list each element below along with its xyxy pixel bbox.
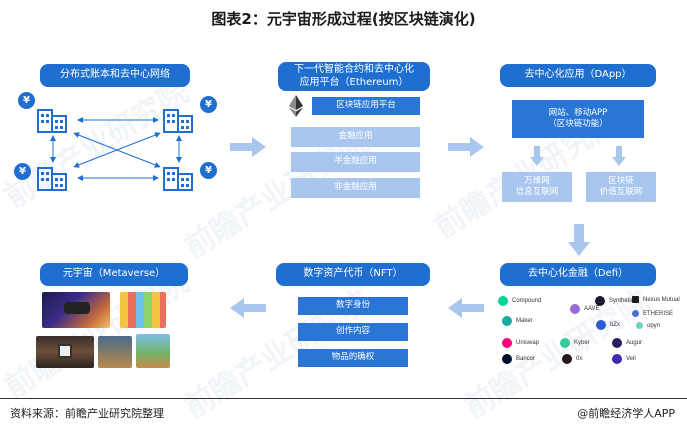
stage3-label: 去中心化应用（DApp） (500, 64, 656, 87)
web-line2: 信息互联网 (515, 187, 559, 197)
down-arrow-icon (612, 146, 626, 166)
flow-arrow-left (230, 298, 266, 318)
logo-bzx: bZx (596, 320, 620, 330)
logo-label: Compound (512, 298, 542, 304)
source-note: 资料来源：前瞻产业研究院整理 (10, 407, 164, 420)
logo-kyber: Kyber (560, 338, 590, 348)
web-app-line2: （区块链功能） (548, 119, 608, 129)
web-app-line1: 网站、移动APP (548, 107, 608, 118)
stage1-label: 分布式账本和去中心网络 (40, 64, 190, 87)
building-icon (163, 109, 193, 133)
logo-nexus-mutual: Nexus Mutual (632, 296, 680, 303)
stage5-label: 数字资产代币（NFT） (276, 263, 430, 286)
stage6-label: 元宇宙（Metaverse） (40, 263, 188, 286)
nft-item-box: 创作内容 (298, 323, 408, 341)
logo-label: Veil (626, 356, 636, 362)
etherise-icon (632, 310, 639, 317)
bzx-icon (596, 320, 606, 330)
app-type-box: 非金融应用 (291, 178, 420, 198)
chart-title: 图表2：元宇宙形成过程(按区块链演化) (211, 10, 476, 28)
compound-icon (498, 296, 508, 306)
yen-icon: ¥ (14, 163, 31, 180)
kyber-icon (560, 338, 570, 348)
stage2-label-line1: 下一代智能合约和去中心化 (294, 64, 414, 75)
metaverse-image-world (136, 334, 170, 368)
logo-opyn: opyn (636, 322, 660, 329)
metaverse-image-city (36, 336, 94, 368)
blockchain-line2: 价值互联网 (599, 187, 643, 197)
nft-item-box: 数字身份 (298, 297, 408, 315)
flow-arrow-right (448, 137, 484, 157)
building-icon (37, 109, 67, 133)
blockchain-box: 区块链 价值互联网 (586, 172, 656, 202)
logo-veil: Veil (612, 354, 636, 364)
flow-arrow-left (448, 298, 484, 318)
logo-aave: AAVE (570, 304, 600, 314)
nft-item-box: 物品的确权 (298, 349, 408, 367)
logo-label: bZx (610, 322, 621, 328)
metaverse-image-game (98, 336, 132, 368)
uniswap-icon (502, 338, 512, 348)
logo-bancor: Bancor (502, 354, 535, 364)
augur-icon (612, 338, 622, 348)
nexus-mutual-icon (632, 296, 639, 303)
logo-label: Uniswap (516, 340, 540, 346)
yen-icon: ¥ (18, 92, 35, 109)
logo-0x: 0x (562, 354, 582, 364)
building-icon (37, 167, 67, 191)
logo-label: AAVE (584, 306, 600, 312)
web-line1: 万维网 (524, 175, 550, 186)
building-icon (163, 167, 193, 191)
logo-label: Nexus Mutual (643, 296, 680, 303)
yen-icon: ¥ (200, 162, 217, 179)
yen-icon: ¥ (200, 96, 217, 113)
bancor-icon (502, 354, 512, 364)
stage2-label: 下一代智能合约和去中心化 应用平台（Ethereum） (278, 62, 430, 91)
metaverse-image-avatars (120, 292, 166, 328)
qr-code-shape (58, 344, 72, 358)
down-arrow-icon (530, 146, 544, 166)
blockchain-line1: 区块链 (608, 175, 634, 186)
vr-headset-shape (64, 302, 90, 314)
logo-augur: Augur (612, 338, 642, 348)
logo-uniswap: Uniswap (502, 338, 539, 348)
stage2-label-line2: 应用平台（Ethereum） (299, 76, 409, 88)
logo-label: Synthetix (609, 298, 634, 304)
veil-icon (612, 354, 622, 364)
logo-label: 0x (576, 356, 583, 362)
app-type-box: 金融应用 (291, 127, 420, 147)
opyn-icon (636, 322, 643, 329)
maker-icon (502, 316, 512, 326)
logo-etherise: ETHERISE (632, 310, 673, 317)
logo-synthetix: Synthetix (595, 296, 634, 306)
logo-label: opyn (647, 322, 661, 329)
aave-icon (570, 304, 580, 314)
web-app-box: 网站、移动APP （区块链功能） (512, 100, 644, 138)
footer-divider (0, 398, 687, 399)
app-type-box: 半金融应用 (291, 152, 420, 172)
flow-arrow-right (230, 137, 266, 157)
logo-compound: Compound (498, 296, 541, 306)
logo-label: Bancor (516, 356, 536, 362)
platform-box: 区块链应用平台 (312, 97, 420, 115)
logo-label: Maker (516, 318, 533, 324)
synthetix-icon (595, 296, 605, 306)
web-box: 万维网 信息互联网 (502, 172, 572, 202)
logo-label: Kyber (574, 340, 590, 346)
logo-label: Augur (626, 340, 643, 346)
stage4-label: 去中心化金融（Defi） (500, 263, 656, 286)
brand-credit: @前瞻经济学人APP (577, 407, 675, 420)
logo-label: ETHERISE (643, 310, 674, 317)
zero-x-icon (562, 354, 572, 364)
metaverse-image-vr (42, 292, 110, 328)
logo-maker: Maker (502, 316, 533, 326)
ethereum-icon (289, 95, 303, 117)
flow-arrow-down (568, 224, 590, 256)
